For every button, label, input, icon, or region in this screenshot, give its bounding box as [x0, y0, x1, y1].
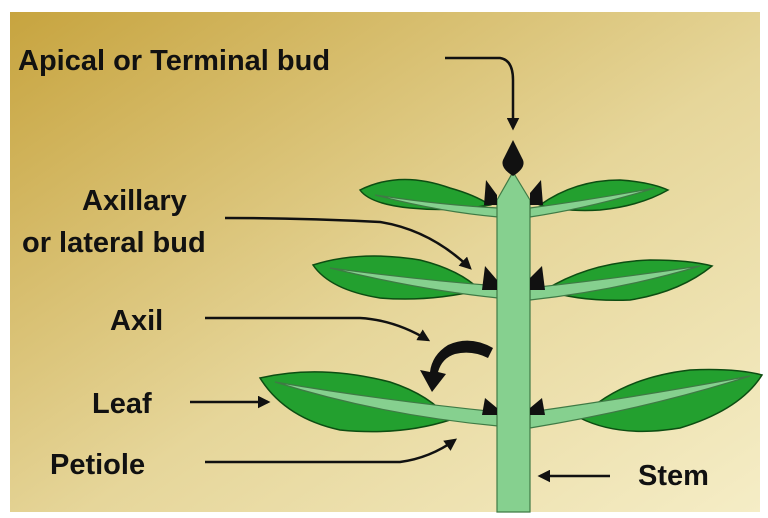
label-axil: Axil — [110, 305, 163, 337]
buds — [420, 140, 545, 415]
axil-curved-arrow-icon — [420, 340, 493, 392]
pointer-arrows — [190, 56, 610, 483]
axil-pointer — [205, 316, 431, 342]
axillary-pointer — [224, 216, 472, 270]
stem — [496, 170, 531, 513]
label-axillary-line2: or lateral bud — [22, 227, 206, 259]
apical-bud-icon — [502, 140, 524, 176]
stem-structure — [274, 170, 751, 513]
axillary-bud-icon — [484, 180, 497, 205]
apical-pointer — [445, 56, 520, 131]
petiole-low-right — [529, 375, 751, 429]
label-petiole: Petiole — [50, 449, 145, 481]
petiole-mid-right — [529, 265, 701, 301]
label-stem: Stem — [638, 460, 709, 492]
label-axillary-line1: Axillary — [82, 185, 187, 217]
petiole-top-right — [529, 187, 656, 218]
label-apical-bud: Apical or Terminal bud — [18, 45, 330, 77]
label-leaf: Leaf — [92, 388, 152, 420]
petiole-pointer — [205, 438, 458, 464]
